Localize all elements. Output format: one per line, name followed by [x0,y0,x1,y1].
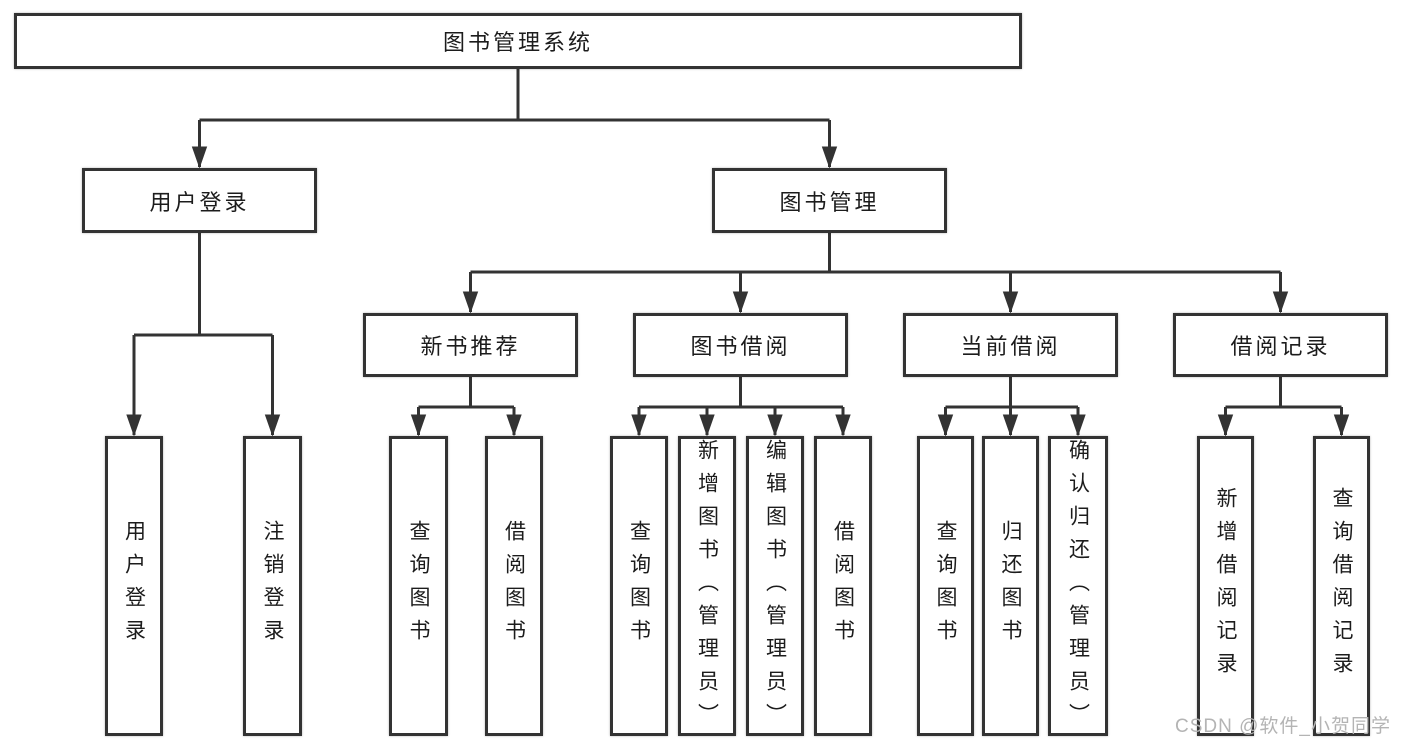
connector-user-login-to-leaves [134,233,273,435]
leaf-confirm-return-admin: 确认归还（管理员） [1048,436,1108,736]
node-new-book-recommend: 新书推荐 [363,313,578,377]
csdn-watermark: CSDN @软件_小贺同学 [1175,716,1391,737]
node-current-borrow: 当前借阅 [903,313,1118,377]
leaf-user-login: 用户登录 [105,436,163,736]
leaf-add-books-admin: 新增图书（管理员） [678,436,736,736]
connector-book-borrow-to-leaves [639,377,843,435]
connector-new-book-recommend-to-leaves [419,377,515,435]
leaf-recommend-borrow-books: 借阅图书 [485,436,543,736]
node-root-system: 图书管理系统 [14,13,1022,69]
node-book-management: 图书管理 [712,168,947,233]
leaf-edit-books-admin: 编辑图书（管理员） [746,436,804,736]
node-borrow-records: 借阅记录 [1173,313,1388,377]
connector-root-to-level2 [200,69,830,167]
connector-current-borrow-to-leaves [946,377,1079,435]
leaf-current-query-books: 查询图书 [917,436,974,736]
leaf-query-borrow-record: 查询借阅记录 [1313,436,1370,736]
leaf-borrow-books: 借阅图书 [814,436,872,736]
connector-book-management-to-level3 [471,233,1281,312]
leaf-recommend-query-books: 查询图书 [389,436,448,736]
leaf-return-books: 归还图书 [982,436,1039,736]
leaf-logout: 注销登录 [243,436,302,736]
leaf-add-borrow-record: 新增借阅记录 [1197,436,1254,736]
connector-borrow-records-to-leaves [1226,377,1342,435]
node-user-login: 用户登录 [82,168,317,233]
node-book-borrow: 图书借阅 [633,313,848,377]
leaf-borrow-query-books: 查询图书 [610,436,668,736]
